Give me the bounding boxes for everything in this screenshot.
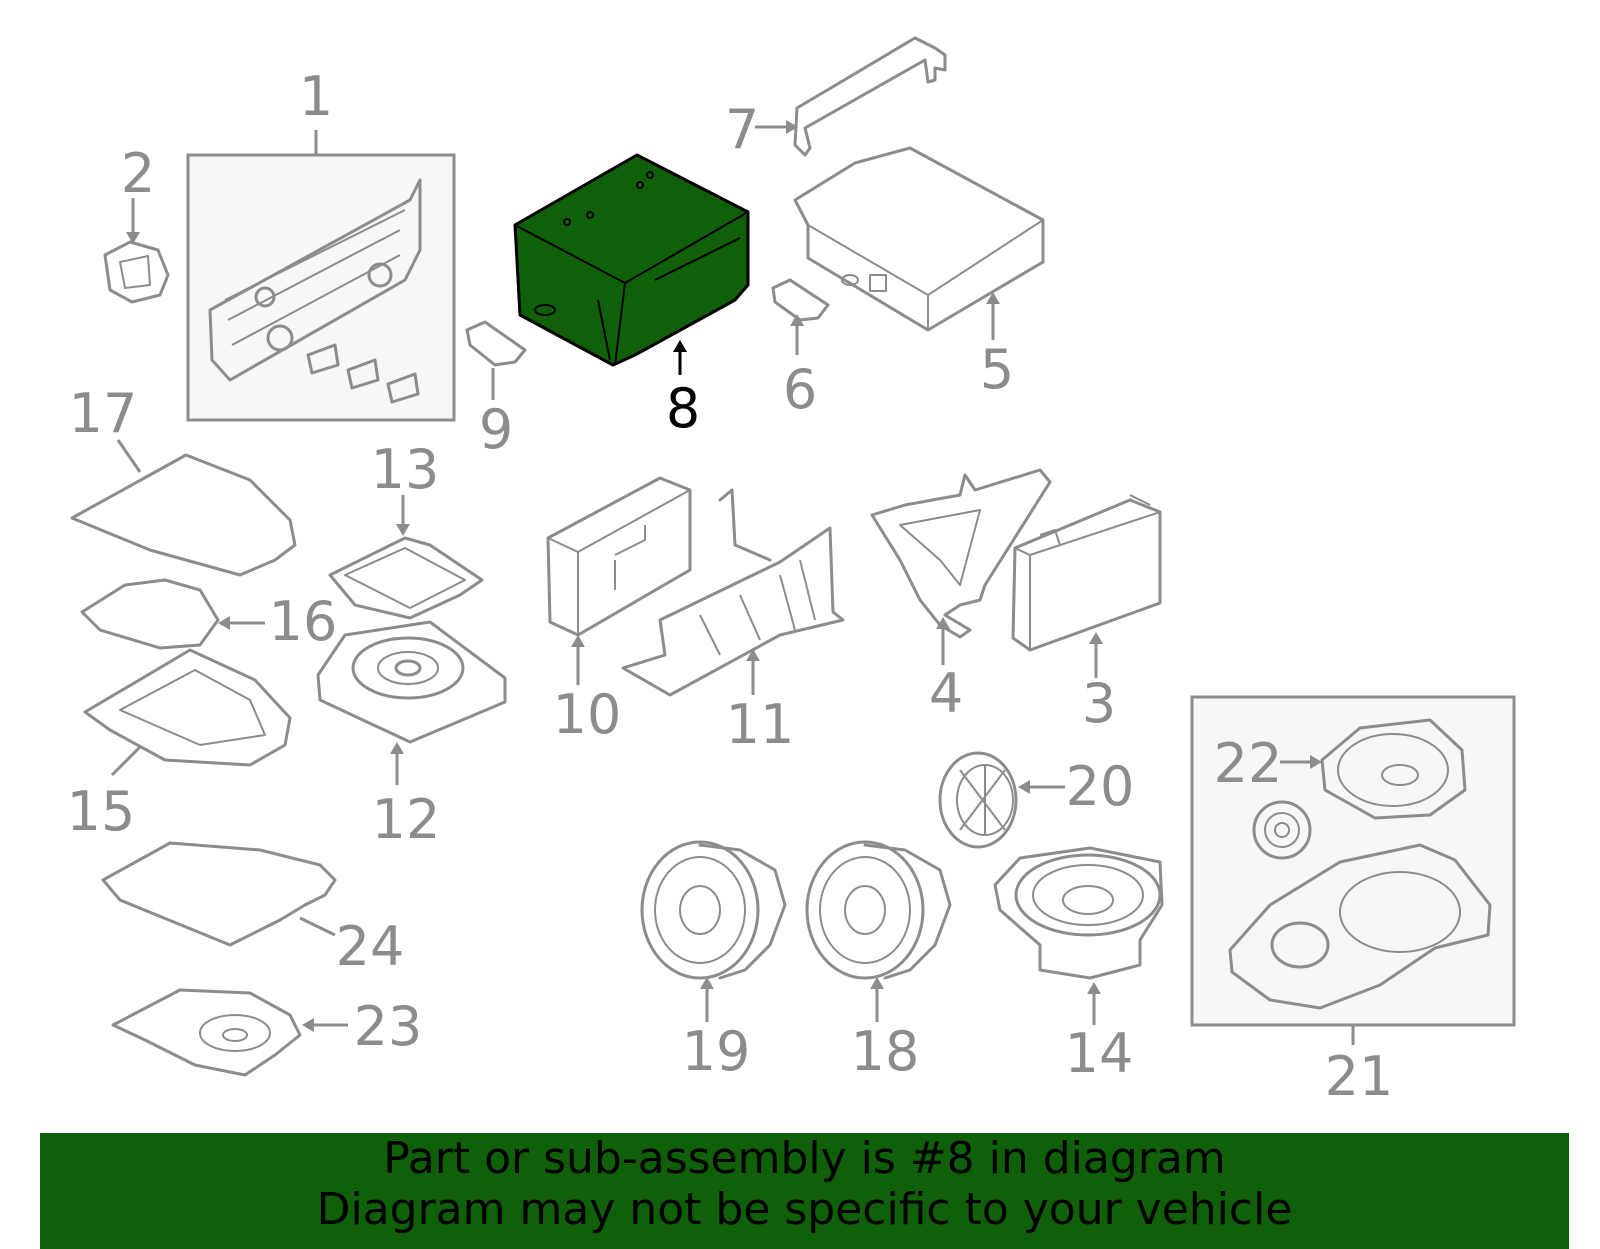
part-5-module[interactable] bbox=[793, 146, 1045, 332]
callout-8-selected[interactable]: 8 bbox=[666, 377, 700, 440]
part-12-speaker[interactable] bbox=[316, 620, 507, 744]
callout-17[interactable]: 17 bbox=[69, 382, 138, 445]
info-banner: Part or sub-assembly is #8 in diagram Di… bbox=[40, 1133, 1569, 1249]
part-21-speaker-enclosure[interactable] bbox=[1228, 843, 1492, 1010]
part-4-bracket[interactable] bbox=[870, 468, 1052, 639]
part-17-dash-cover[interactable] bbox=[70, 453, 297, 577]
part-9-bracket[interactable] bbox=[465, 320, 527, 367]
callout-4[interactable]: 4 bbox=[929, 662, 963, 725]
arrow-18 bbox=[870, 977, 884, 989]
arrow-23 bbox=[302, 1018, 314, 1032]
arrow-16 bbox=[218, 616, 230, 630]
part-19-speaker[interactable] bbox=[640, 840, 787, 980]
part-6-bracket[interactable] bbox=[771, 278, 830, 322]
callout-10[interactable]: 10 bbox=[553, 683, 622, 746]
leader-15 bbox=[110, 745, 142, 777]
part-24-trim-panel[interactable] bbox=[101, 841, 337, 947]
banner-line-1: Part or sub-assembly is #8 in diagram bbox=[383, 1133, 1226, 1184]
banner-line-2: Diagram may not be specific to your vehi… bbox=[316, 1184, 1293, 1235]
leader-17 bbox=[116, 439, 142, 473]
callout-3[interactable]: 3 bbox=[1082, 672, 1116, 735]
arrow-22 bbox=[1310, 755, 1322, 769]
callout-12[interactable]: 12 bbox=[372, 788, 441, 851]
part-23-speaker-mount[interactable] bbox=[111, 988, 302, 1077]
callout-1[interactable]: 1 bbox=[299, 65, 333, 128]
arrow-7 bbox=[786, 120, 798, 134]
part-18-speaker[interactable] bbox=[805, 840, 952, 980]
arrow-11 bbox=[746, 649, 760, 661]
part-13-gasket[interactable] bbox=[328, 536, 484, 620]
arrow-4 bbox=[936, 617, 950, 629]
callout-21[interactable]: 21 bbox=[1325, 1045, 1394, 1108]
arrow-6 bbox=[790, 314, 804, 326]
callout-18[interactable]: 18 bbox=[851, 1020, 920, 1083]
callout-9[interactable]: 9 bbox=[479, 398, 513, 461]
part-10-amplifier[interactable] bbox=[546, 476, 692, 637]
part-20-tweeter[interactable] bbox=[938, 751, 1018, 849]
arrow-3 bbox=[1089, 632, 1103, 644]
callout-24[interactable]: 24 bbox=[336, 915, 405, 978]
callout-5[interactable]: 5 bbox=[980, 338, 1014, 401]
part-3-module[interactable] bbox=[1011, 494, 1162, 652]
arrow-5 bbox=[986, 292, 1000, 304]
callout-13[interactable]: 13 bbox=[371, 438, 440, 501]
part-2-switch[interactable] bbox=[103, 240, 170, 304]
arrow-10 bbox=[571, 635, 585, 647]
callout-14[interactable]: 14 bbox=[1065, 1022, 1134, 1085]
arrow-20 bbox=[1018, 780, 1030, 794]
callout-11[interactable]: 11 bbox=[726, 693, 795, 756]
callout-23[interactable]: 23 bbox=[354, 995, 423, 1058]
part-22-speaker[interactable] bbox=[1320, 718, 1467, 820]
arrow-8 bbox=[673, 340, 687, 352]
part-8-highlighted-unit[interactable] bbox=[513, 153, 750, 367]
callout-7[interactable]: 7 bbox=[725, 98, 759, 161]
callout-16[interactable]: 16 bbox=[269, 590, 338, 653]
part-1-control-panel[interactable] bbox=[208, 178, 422, 404]
arrow-13 bbox=[396, 524, 410, 536]
leader-24 bbox=[299, 916, 336, 937]
callout-19[interactable]: 19 bbox=[682, 1020, 751, 1083]
part-15-speaker-housing[interactable] bbox=[83, 648, 292, 767]
arrow-19 bbox=[700, 977, 714, 989]
callout-15[interactable]: 15 bbox=[67, 780, 136, 843]
part-14-woofer[interactable] bbox=[993, 846, 1164, 980]
part-16-grille[interactable] bbox=[80, 578, 220, 650]
callout-6[interactable]: 6 bbox=[783, 358, 817, 421]
callout-20[interactable]: 20 bbox=[1066, 755, 1135, 818]
arrow-14 bbox=[1087, 982, 1101, 994]
callout-2[interactable]: 2 bbox=[121, 142, 155, 205]
callout-22[interactable]: 22 bbox=[1214, 732, 1283, 795]
part-21-tweeter[interactable] bbox=[1252, 800, 1312, 860]
group-box-21 bbox=[1190, 695, 1516, 1027]
arrow-2 bbox=[126, 232, 140, 244]
part-11-mount-bracket[interactable] bbox=[621, 488, 845, 697]
part-7-bracket[interactable] bbox=[793, 36, 947, 157]
arrow-12 bbox=[390, 742, 404, 754]
